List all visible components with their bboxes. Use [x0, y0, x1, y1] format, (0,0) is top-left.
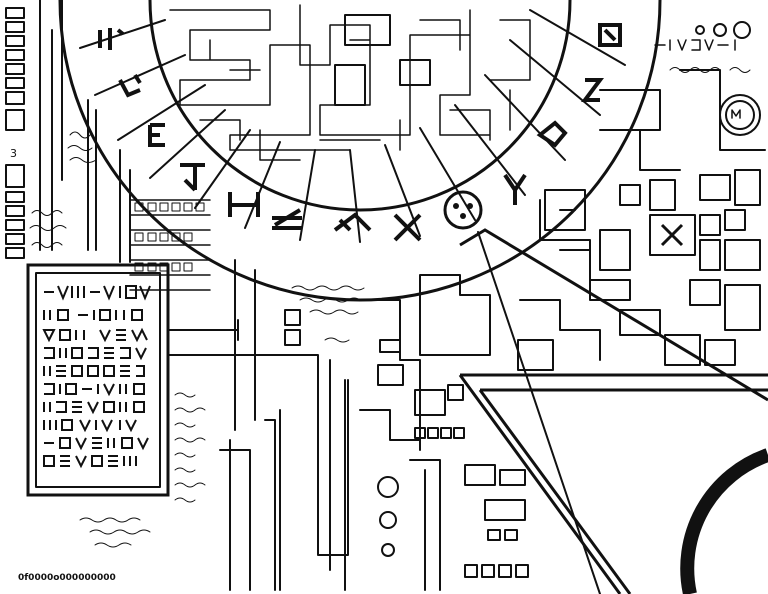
handwritten-notes-center	[79, 285, 365, 548]
inner-maze	[169, 4, 531, 161]
glyph-panel	[26, 263, 170, 497]
handwritten-notes-left	[29, 131, 97, 248]
bottom-code-label: 0f0000o000000000	[18, 573, 116, 583]
large-triangle	[458, 228, 768, 594]
left-number-label: 3	[10, 147, 17, 160]
right-circuit	[519, 69, 766, 366]
top-right-marks	[654, 21, 761, 136]
bottom-right-arc	[680, 448, 768, 594]
left-rect-strip	[5, 7, 25, 259]
middle-circuit	[284, 274, 554, 578]
mini-glyph-block	[129, 199, 211, 291]
vertical-conduits	[119, 149, 441, 591]
